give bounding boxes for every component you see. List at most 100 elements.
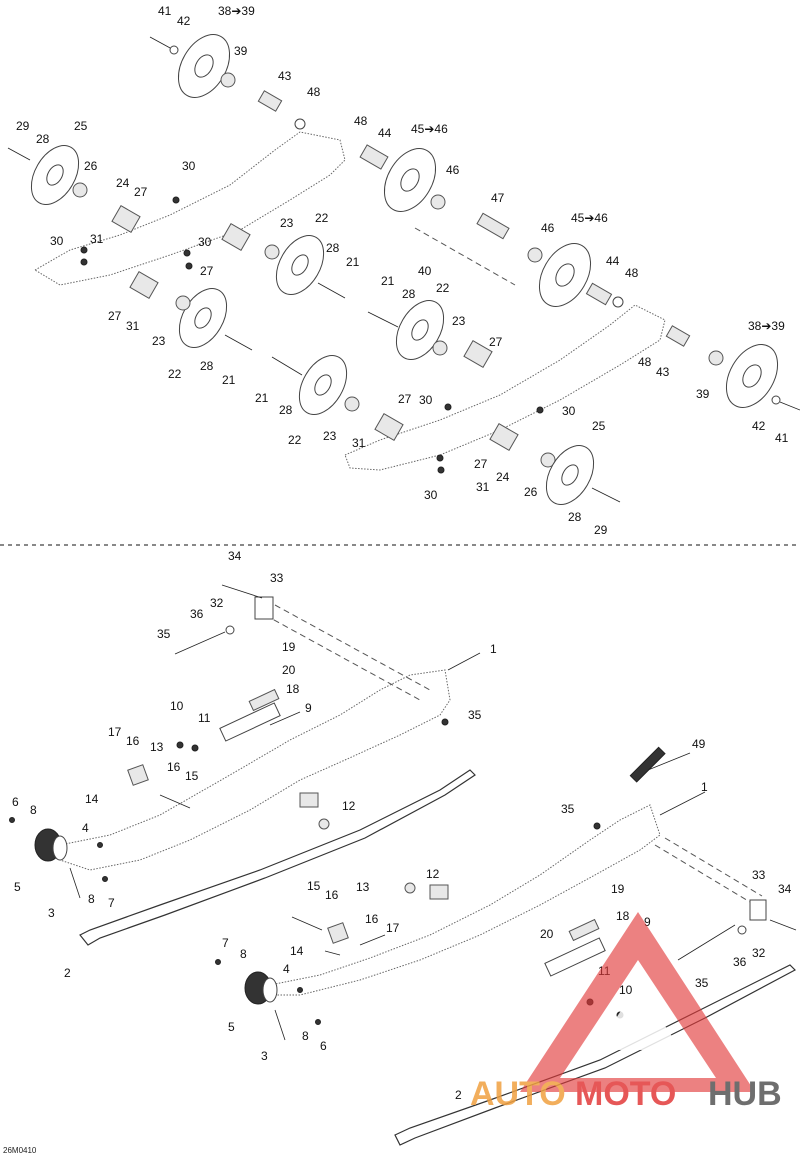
label-1: 1 [701,780,708,794]
label-30: 30 [562,404,576,418]
idler-wheel-top-right [665,325,800,411]
bumper-5-right [244,971,278,1005]
axle-40 [414,227,516,286]
label-46: 46 [541,221,555,235]
label-45-46: 45➔46 [571,211,608,225]
label-39: 39 [234,44,248,58]
label-7: 7 [222,936,229,950]
label-16: 16 [167,760,181,774]
label-44: 44 [378,126,392,140]
label-25: 25 [592,419,606,433]
block-12-right [429,884,449,900]
watermark-triangle [520,912,755,1092]
label-35: 35 [157,627,171,641]
bracket-13-right [327,922,349,944]
label-32: 32 [752,946,766,960]
block-12-left [299,792,319,808]
label-35: 35 [468,708,482,722]
label-24: 24 [496,470,510,484]
label-21: 21 [346,255,360,269]
label-16: 16 [126,734,140,748]
label-42: 42 [177,14,191,28]
label-2: 2 [64,966,71,980]
label-30: 30 [198,235,212,249]
label-19: 19 [282,640,296,654]
label-27: 27 [134,185,148,199]
label-13: 13 [356,880,370,894]
watermark-hub: HUB [708,1075,782,1113]
left-slide-rail [34,131,346,286]
label-23: 23 [280,216,294,230]
label-18: 18 [616,909,630,923]
label-34: 34 [778,882,792,896]
label-36: 36 [733,955,747,969]
label-15: 15 [185,769,199,783]
label-20: 20 [540,927,554,941]
label-41: 41 [775,431,789,445]
plate-9-left [219,702,281,742]
label-3: 3 [261,1049,268,1063]
label-6: 6 [320,1039,327,1053]
label-31: 31 [352,436,366,450]
label-31: 31 [90,232,104,246]
label-26: 26 [524,485,538,499]
label-27: 27 [489,335,503,349]
label-27: 27 [398,392,412,406]
label-36: 36 [190,607,204,621]
label-47: 47 [491,191,505,205]
label-7: 7 [108,896,115,910]
label-31: 31 [476,480,490,494]
label-16: 16 [365,912,379,926]
label-27: 27 [200,264,214,278]
label-38-39: 38➔39 [218,4,255,18]
left-leg-frame [59,669,451,871]
label-23: 23 [452,314,466,328]
diagram-code: 26M0410 [3,1146,37,1155]
label-28: 28 [568,510,582,524]
label-23: 23 [152,334,166,348]
label-46: 46 [446,163,460,177]
label-2: 2 [455,1088,462,1102]
label-33: 33 [752,868,766,882]
label-12: 12 [342,799,356,813]
label-35: 35 [695,976,709,990]
idler-wheel-45-top [359,144,510,240]
label-48: 48 [354,114,368,128]
label-33: 33 [270,571,284,585]
label-48: 48 [638,355,652,369]
label-21: 21 [255,391,269,405]
label-4: 4 [283,962,290,976]
label-15: 15 [307,879,321,893]
nuts-30 [80,196,544,474]
idler-wheel-top-left [149,34,306,130]
wheel-brackets-27 [111,205,519,451]
idler-wheels-22 [175,235,448,415]
bumper-5-left [34,828,68,862]
label-17: 17 [386,921,400,935]
label-32: 32 [210,596,224,610]
label-22: 22 [288,433,302,447]
label-43: 43 [656,365,670,379]
label-35: 35 [561,802,575,816]
label-28: 28 [36,132,50,146]
bracket-33-bottom [749,899,767,921]
label-22: 22 [436,281,450,295]
label-21: 21 [381,274,395,288]
label-8: 8 [302,1029,309,1043]
label-41: 41 [158,4,172,18]
label-42: 42 [752,419,766,433]
watermark-moto: MOTO [575,1075,676,1113]
label-24: 24 [116,176,130,190]
label-20: 20 [282,663,296,677]
label-39: 39 [696,387,710,401]
label-26: 26 [84,159,98,173]
bracket-13-left [127,764,149,786]
label-13: 13 [150,740,164,754]
left-ski [79,769,476,946]
label-29: 29 [16,119,30,133]
label-10: 10 [619,983,633,997]
label-19: 19 [611,882,625,896]
label-28: 28 [326,241,340,255]
label-30: 30 [50,234,64,248]
label-14: 14 [85,792,99,806]
